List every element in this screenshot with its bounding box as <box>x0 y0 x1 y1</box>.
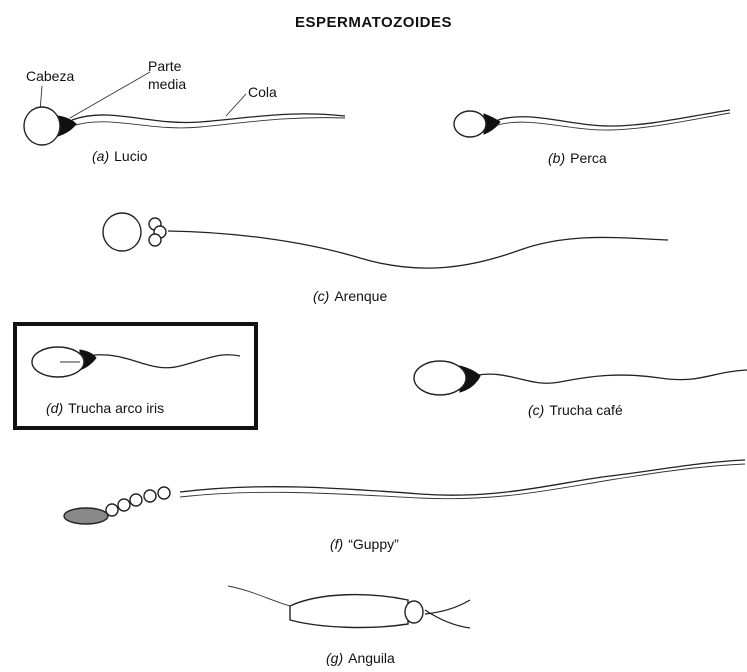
sperm-brown-trout <box>414 361 747 395</box>
caption-f-letter: (f) <box>330 536 343 552</box>
sperm-eel <box>228 586 470 628</box>
caption-b-letter: (b) <box>548 150 565 166</box>
caption-b: (b) Perca <box>548 150 607 166</box>
caption-b-name: Perca <box>570 150 607 166</box>
caption-f: (f) “Guppy” <box>330 536 399 552</box>
caption-d: (d) Trucha arco iris <box>46 400 164 416</box>
caption-e-name: Trucha café <box>549 402 622 418</box>
sperm-perch <box>454 110 730 137</box>
sperm-herring <box>103 213 668 268</box>
caption-g-name: Anguila <box>348 650 395 666</box>
caption-c-name: Arenque <box>334 288 387 304</box>
caption-g-letter: (g) <box>326 650 343 666</box>
caption-e: (c) Trucha café <box>528 402 623 418</box>
leader-line-midpiece <box>70 72 150 118</box>
caption-d-name: Trucha arco iris <box>68 400 164 416</box>
caption-g: (g) Anguila <box>326 650 395 666</box>
caption-c: (c) Arenque <box>313 288 387 304</box>
caption-a-letter: (a) <box>92 148 109 164</box>
caption-c-letter: (c) <box>313 288 329 304</box>
caption-d-letter: (d) <box>46 400 63 416</box>
sperm-rainbow-trout <box>32 347 240 377</box>
caption-f-name: “Guppy” <box>348 536 399 552</box>
sperm-pike <box>24 107 345 145</box>
sperm-guppy <box>64 460 745 524</box>
caption-e-letter: (c) <box>528 402 544 418</box>
caption-a-name: Lucio <box>114 148 147 164</box>
caption-a: (a) Lucio <box>92 148 148 164</box>
leader-line-tail <box>226 94 246 116</box>
